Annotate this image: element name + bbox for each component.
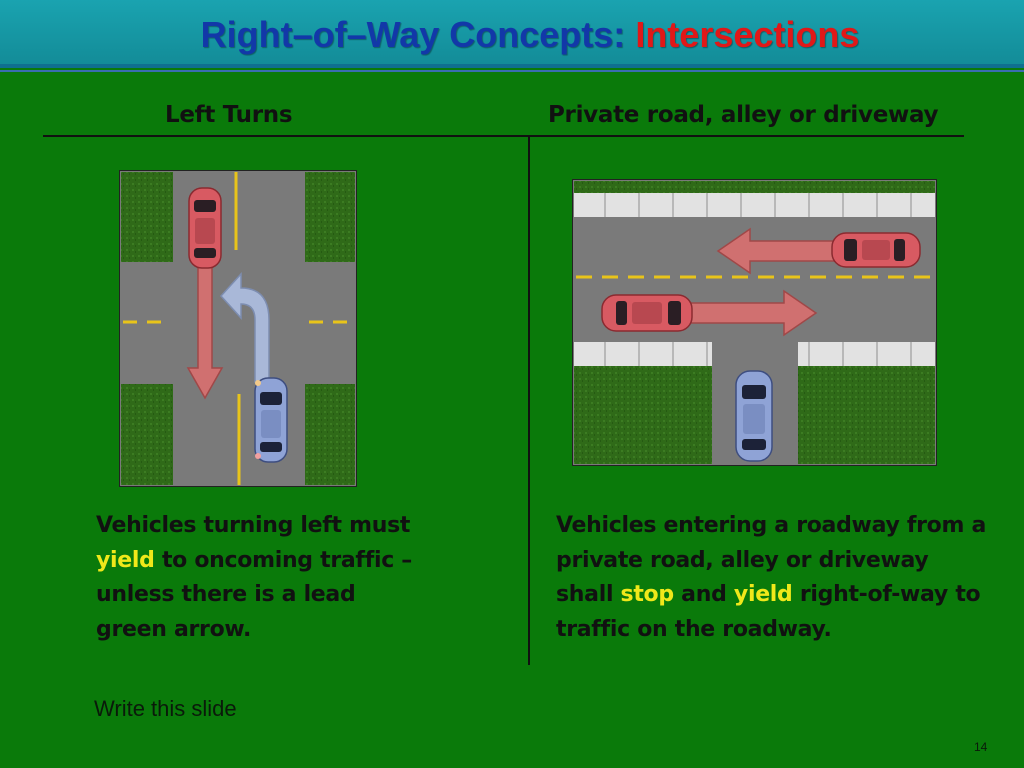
yield-highlight: yield (733, 582, 793, 607)
blue-car-driveway (735, 370, 773, 462)
yield-highlight: yield (96, 547, 155, 573)
red-car-westbound (831, 232, 921, 268)
right-text-line3-and: and (673, 582, 734, 607)
grass-bottom-left (574, 366, 712, 464)
title-accent: Intersections (635, 14, 860, 55)
left-text-line2: yield to oncoming traffic – (96, 544, 412, 579)
grass-corner-sw (121, 384, 173, 485)
page-number: 14 (974, 740, 988, 754)
right-text-line2: private road, alley or driveway (556, 547, 929, 573)
left-turn-intersection-diagram (119, 170, 357, 487)
right-text-line3-rest: right-of-way to (792, 582, 981, 607)
left-text-line2-rest: to oncoming traffic – (154, 547, 413, 573)
grass-bottom-right (798, 366, 935, 464)
private-road-heading: Private road, alley or driveway (548, 102, 939, 128)
red-car-oncoming (188, 187, 222, 269)
private-road-description: Vehicles entering a roadway from a priva… (556, 509, 986, 647)
stop-highlight: stop (620, 582, 675, 607)
header-divider (43, 135, 964, 137)
speaker-note: Write this slide (94, 696, 237, 721)
grass-corner-nw (121, 172, 173, 262)
blue-car-turning (254, 377, 288, 463)
left-text-line3: unless there is a lead (96, 582, 356, 607)
oncoming-straight-arrow (186, 261, 224, 400)
title-main: Right–of–Way Concepts: (200, 14, 636, 55)
title-divider (0, 64, 1024, 68)
left-text-line1: Vehicles turning left must (96, 513, 411, 538)
right-text-line3-start: shall (556, 582, 621, 607)
sidewalk-top (574, 193, 935, 217)
grass-strip-top (574, 181, 935, 193)
left-turns-description: Vehicles turning left must yield to onco… (96, 509, 412, 647)
slide-title: Right–of–Way Concepts: Intersections (0, 14, 1024, 56)
red-car-eastbound (601, 294, 693, 332)
left-text-line4: green arrow. (96, 616, 252, 642)
left-turn-arrow (219, 272, 270, 383)
title-bar (0, 0, 1024, 64)
grass-corner-se (305, 384, 355, 485)
right-text-line4: traffic on the roadway. (556, 616, 832, 642)
grass-corner-ne (305, 172, 355, 262)
left-turns-heading: Left Turns (165, 102, 293, 128)
sidewalk-bottom-left (574, 342, 712, 366)
title-divider-thin (0, 70, 1024, 72)
sidewalk-bottom-right (798, 342, 935, 366)
column-divider (528, 137, 530, 665)
right-text-line1: Vehicles entering a roadway from a (556, 513, 987, 538)
right-text-line3: shall stop and yield right-of-way to (556, 578, 986, 613)
private-driveway-diagram (572, 179, 937, 466)
